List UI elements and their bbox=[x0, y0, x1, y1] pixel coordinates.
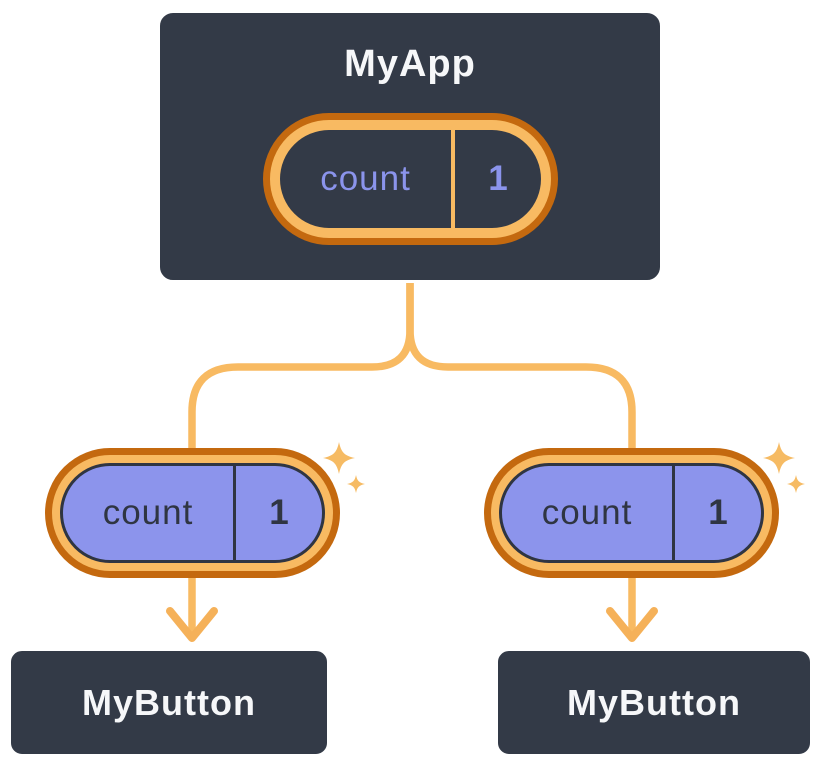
connector-right bbox=[406, 277, 636, 637]
prop-name: count bbox=[541, 493, 633, 532]
arrowhead-left-icon bbox=[166, 607, 218, 642]
prop-value: 1 bbox=[708, 493, 728, 532]
state-pill-body: count 1 bbox=[280, 130, 541, 228]
prop-pill-left: count 1 bbox=[45, 448, 340, 578]
state-name: count bbox=[320, 159, 411, 198]
node-title: MyApp bbox=[344, 43, 476, 85]
prop-name: count bbox=[102, 493, 194, 532]
sparkle-icon-right bbox=[763, 442, 805, 493]
node-title: MyButton bbox=[567, 681, 741, 723]
prop-pill-body: count 1 bbox=[499, 463, 764, 563]
node-mybutton-left: MyButton bbox=[8, 648, 330, 757]
node-mybutton-right: MyButton bbox=[495, 648, 813, 757]
prop-pill-right: count 1 bbox=[484, 448, 779, 578]
state-pill-root: count 1 bbox=[263, 113, 558, 245]
state-divider bbox=[451, 130, 455, 228]
arrowhead-right-icon bbox=[606, 607, 658, 642]
node-title: MyButton bbox=[82, 681, 256, 723]
prop-pill-body: count 1 bbox=[60, 463, 325, 563]
sparkle-icon-left bbox=[323, 442, 365, 493]
prop-value: 1 bbox=[269, 493, 289, 532]
prop-divider bbox=[233, 466, 236, 560]
prop-divider bbox=[672, 466, 675, 560]
state-value: 1 bbox=[488, 159, 508, 198]
connector-left bbox=[188, 277, 414, 637]
